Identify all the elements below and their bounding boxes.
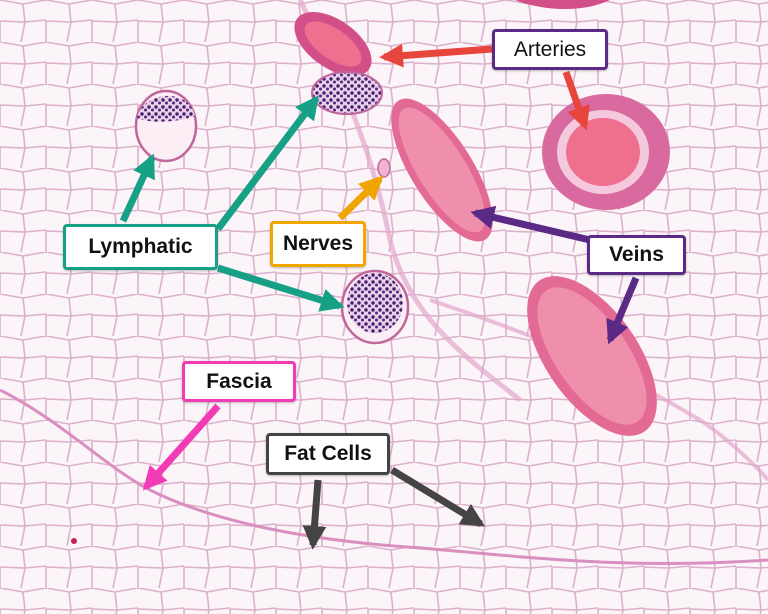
label-fascia-text: Fascia <box>206 369 272 393</box>
arrow-fat-cells-down <box>302 479 327 550</box>
blood-cell-dot <box>71 538 77 544</box>
arrows <box>119 43 640 550</box>
label-fat-cells-text: Fat Cells <box>284 442 372 465</box>
lymphatic-vessel-center <box>340 269 410 345</box>
label-nerves: Nerves <box>270 221 366 267</box>
label-nerves-text: Nerves <box>282 232 354 255</box>
label-fat-cells: Fat Cells <box>266 433 390 475</box>
arrow-lymphatic-to-center-vessel <box>216 264 345 312</box>
artery-right <box>542 94 670 210</box>
label-veins: Veins <box>587 235 686 275</box>
arrow-lymphatic-to-top-vessel <box>215 95 319 232</box>
label-arteries-text: Arteries <box>513 37 587 61</box>
label-veins-text: Veins <box>609 243 664 266</box>
artery-top <box>294 12 372 76</box>
arrow-veins-to-upper-vein <box>470 205 591 244</box>
label-fascia: Fascia <box>182 361 296 402</box>
lymphatic-vessel-top <box>311 71 383 115</box>
label-arteries: Arteries <box>492 29 608 70</box>
arrow-lymphatic-to-left-vessel <box>119 153 156 223</box>
lymphatic-vessel-left <box>134 89 198 163</box>
vein-lower <box>527 276 657 436</box>
label-lymphatic: Lymphatic <box>63 224 218 270</box>
arrow-arteries-to-top-artery <box>379 43 493 68</box>
arrow-arteries-to-right-artery <box>562 70 590 131</box>
arrow-veins-to-lower-vein <box>606 276 640 345</box>
label-lymphatic-text: Lymphatic <box>88 235 193 258</box>
vessel-edge <box>515 0 610 10</box>
arrow-fascia <box>142 403 221 491</box>
vein-upper <box>391 98 493 242</box>
nerve-bundle <box>377 158 391 178</box>
arrow-fat-cells-right <box>390 467 486 527</box>
arrow-nerves <box>337 175 384 221</box>
